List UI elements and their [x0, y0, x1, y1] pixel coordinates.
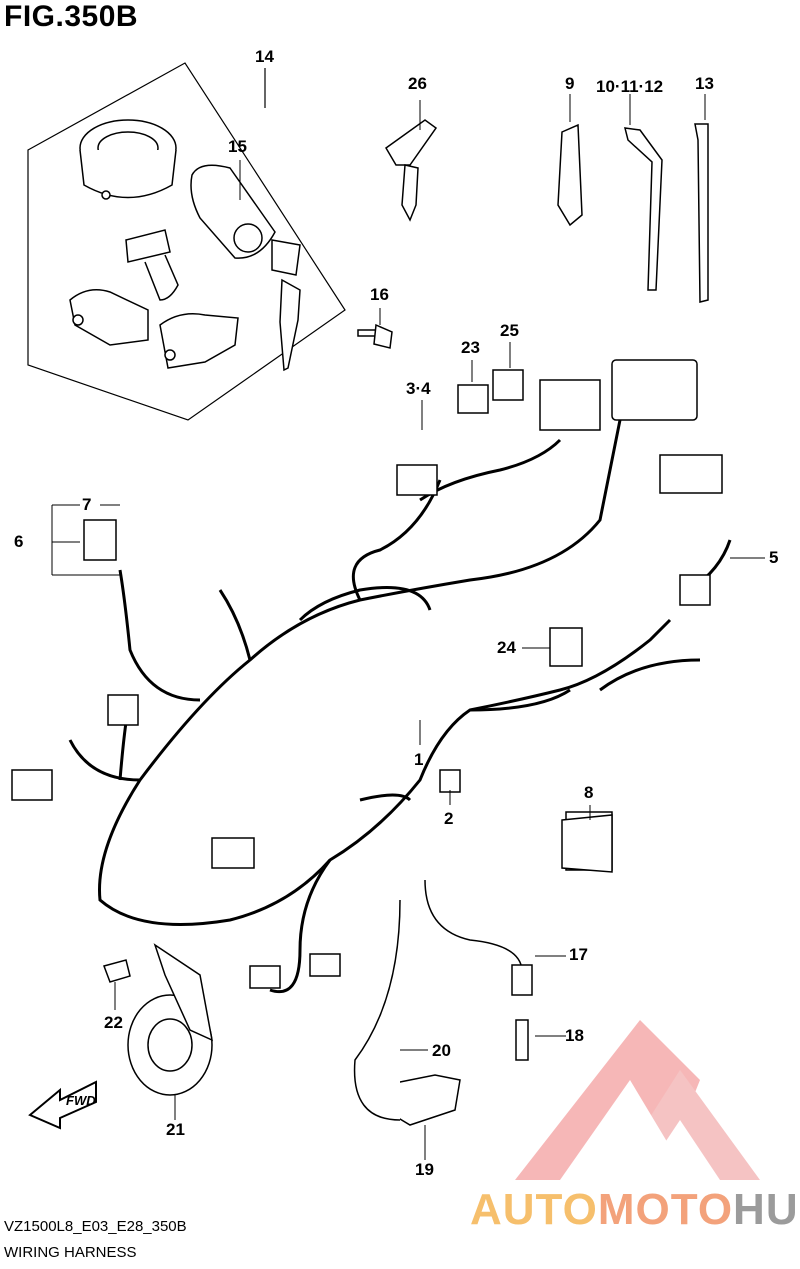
harness-connector-icon	[11, 359, 723, 989]
automotohub-logo	[515, 1020, 760, 1180]
callout-23: 23	[461, 338, 480, 357]
callout-15: 15	[228, 137, 247, 156]
sensor-icon	[353, 879, 533, 1126]
watermark-moto: MOTO	[597, 1185, 734, 1234]
ignition-switch-icon	[69, 119, 276, 369]
automotohub-watermark: AUTOMOTOHUB	[470, 1185, 800, 1235]
callout-13: 13	[695, 74, 714, 93]
callout-26: 26	[408, 74, 427, 93]
callout-2: 2	[444, 809, 454, 828]
label-sticker-icon	[561, 814, 613, 873]
callout-7: 7	[82, 495, 92, 514]
figure-title: FIG.350B	[4, 0, 139, 33]
callout-17: 17	[569, 945, 588, 964]
callout-20: 20	[432, 1041, 451, 1060]
bolt-icon	[103, 959, 131, 983]
fwd-arrow-icon: FWD	[28, 1080, 97, 1130]
callout-9: 9	[565, 74, 575, 93]
callout-22: 22	[104, 1013, 123, 1032]
callout-1: 1	[414, 750, 424, 769]
figure-subtitle: WIRING HARNESS	[4, 1244, 137, 1261]
ignition-kit-box	[27, 62, 346, 421]
figure-code: VZ1500L8_E03_E28_350B	[4, 1218, 187, 1235]
callout-6: 6	[14, 532, 24, 551]
key-icon	[271, 119, 438, 372]
callout-8: 8	[584, 783, 594, 802]
horn-icon	[127, 943, 213, 1096]
bolt-icon	[357, 323, 393, 349]
callout-19: 19	[415, 1160, 434, 1179]
callout-3-4: 3·4	[406, 379, 431, 398]
watermark-auto: AUTO	[470, 1185, 598, 1234]
callout-5: 5	[769, 548, 779, 567]
callout-10-11-12: 10·11·12	[596, 77, 664, 96]
callout-16: 16	[370, 285, 389, 304]
callout-24: 24	[497, 638, 516, 657]
fwd-label: FWD	[66, 1093, 96, 1108]
callout-21: 21	[166, 1120, 185, 1139]
callout-25: 25	[500, 321, 519, 340]
main-harness-wire	[68, 419, 732, 993]
callout-18: 18	[565, 1026, 584, 1045]
clamp-icon	[557, 123, 709, 303]
callout-14: 14	[255, 47, 274, 66]
callout-leader-lines	[51, 94, 765, 1160]
watermark-hub: HUB	[733, 1185, 800, 1234]
